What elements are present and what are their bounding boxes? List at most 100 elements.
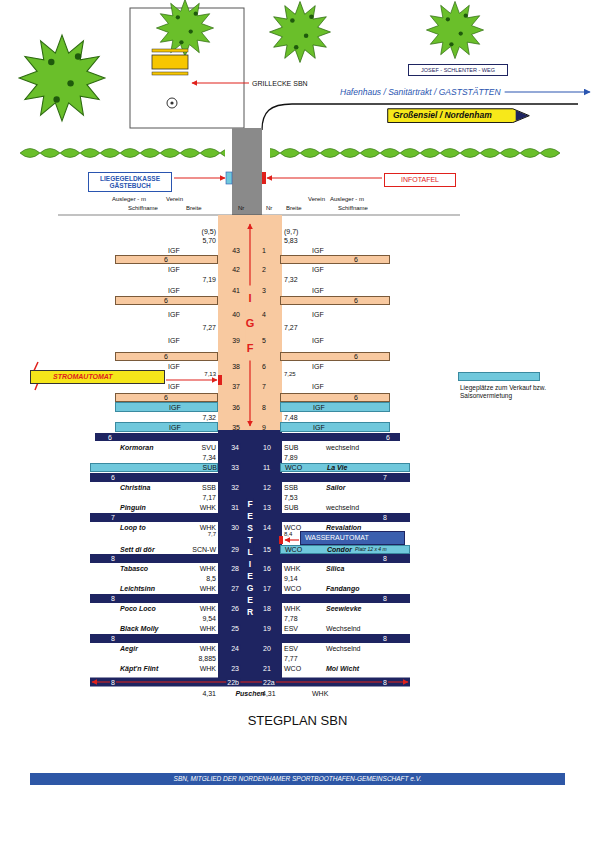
label: Fandango <box>326 585 359 592</box>
label: 11 <box>262 464 271 471</box>
node-band: 6 <box>280 393 390 402</box>
label: IGF <box>312 337 324 344</box>
node-band: 8 <box>280 594 410 603</box>
tree <box>156 0 213 57</box>
water-marker <box>279 536 283 544</box>
label: IGF <box>312 311 324 318</box>
node-band: SUB <box>90 463 218 472</box>
info-leader <box>267 177 382 178</box>
label: Ausleger - m <box>112 196 146 202</box>
node-band: 66 <box>95 433 400 441</box>
label: WHK <box>200 625 216 632</box>
label: IGF <box>168 337 180 344</box>
node-arrowbox: Großensiel / Nordenham <box>387 108 530 123</box>
label: IGF <box>168 247 180 254</box>
label: 27 <box>230 585 240 592</box>
label: WHK <box>200 645 216 652</box>
legend-text: Liegeplätze zum Verkauf bzw. Saisonvermi… <box>460 384 556 400</box>
node-band: 7 <box>90 513 218 522</box>
node-band: IGF <box>280 422 390 432</box>
label: 35 <box>232 424 240 431</box>
node-band: 6 <box>115 255 218 264</box>
label: Tabasco <box>120 565 148 572</box>
node-text: 8 <box>383 514 387 521</box>
arrow-sign-tip <box>516 110 529 121</box>
label: 7,34 <box>202 454 216 461</box>
label: 25 <box>230 625 240 632</box>
node-text: WCO <box>285 546 302 553</box>
node-band: IGF <box>115 402 218 412</box>
node-box: WASSERAUTOMAT <box>300 531 405 545</box>
label: 7,17 <box>202 494 216 501</box>
node-band: 6 <box>115 296 218 305</box>
label: 5 <box>262 337 266 344</box>
node-text: INFOTAFEL <box>389 176 451 184</box>
node-text: IGF <box>313 404 325 411</box>
node-text: WCO <box>285 464 302 471</box>
label: 28 <box>230 565 240 572</box>
label: 7,53 <box>284 494 298 501</box>
node-text: 6 <box>108 434 112 441</box>
node-text: 6 <box>164 297 168 304</box>
node-text: IGF <box>313 424 325 431</box>
label: 7,25 <box>284 371 296 377</box>
label: Aegir <box>120 645 138 652</box>
label: 8,885 <box>198 655 216 662</box>
label: Wechselnd <box>326 625 361 632</box>
node-text: La Vie <box>327 464 347 471</box>
node-text: 7 <box>383 474 387 481</box>
label: 17 <box>262 585 272 592</box>
label: 26 <box>230 605 240 612</box>
label: Verein <box>166 196 183 202</box>
info-board-marker <box>262 172 266 184</box>
node-band: 8 <box>90 554 218 563</box>
label: 6 <box>262 363 266 370</box>
node-band: 8 <box>280 513 410 522</box>
label: 14 <box>262 524 272 531</box>
bench <box>152 72 188 75</box>
direction-arrow <box>505 91 590 92</box>
node-text: 6 <box>354 353 358 360</box>
node-band: WCOCondorPlatz 12 x 4 m <box>280 545 410 554</box>
label: SSB <box>202 484 216 491</box>
label: IGF <box>168 383 180 390</box>
label: SUB <box>284 444 298 451</box>
node-text: IGF <box>169 404 181 411</box>
node-text: 8 <box>111 635 115 642</box>
label: 4 <box>262 311 266 318</box>
title: STEGPLAN SBN <box>0 714 595 728</box>
walkway <box>232 128 262 215</box>
label: 22b <box>226 679 240 686</box>
label: 15 <box>262 546 272 553</box>
grass <box>20 140 225 158</box>
label: WCO <box>284 524 301 531</box>
label: 8,4 <box>284 531 292 537</box>
label: WHK <box>200 504 216 511</box>
node-band: 6 <box>280 352 390 361</box>
water-leader <box>285 539 299 540</box>
label: SCN-W <box>192 546 216 553</box>
node-text: 8 <box>383 595 387 602</box>
label: Nr <box>266 205 272 211</box>
label: SSB <box>284 484 298 491</box>
table <box>152 55 188 69</box>
node-text: 6 <box>354 297 358 304</box>
node-box: JOSEF - SCHLENTER - WEG <box>408 64 508 76</box>
node-text: 6 <box>164 256 168 263</box>
label: IGF <box>312 247 324 254</box>
node-band: IGF <box>280 402 390 412</box>
label: WHK <box>312 690 328 697</box>
node-text: WASSERAUTOMAT <box>305 534 400 542</box>
label: Schiffname <box>338 205 368 211</box>
label: 5,83 <box>284 237 298 244</box>
label: IGF <box>312 363 324 370</box>
label: 32 <box>230 484 240 491</box>
label: Leichtsinn <box>120 585 155 592</box>
grill-symbol <box>167 98 177 108</box>
node-band: 7 <box>280 473 410 482</box>
label: Black Molly <box>120 625 159 632</box>
label: 4,31 <box>262 690 276 697</box>
node-text: 8 <box>383 555 387 562</box>
label: 7,27 <box>202 324 216 331</box>
